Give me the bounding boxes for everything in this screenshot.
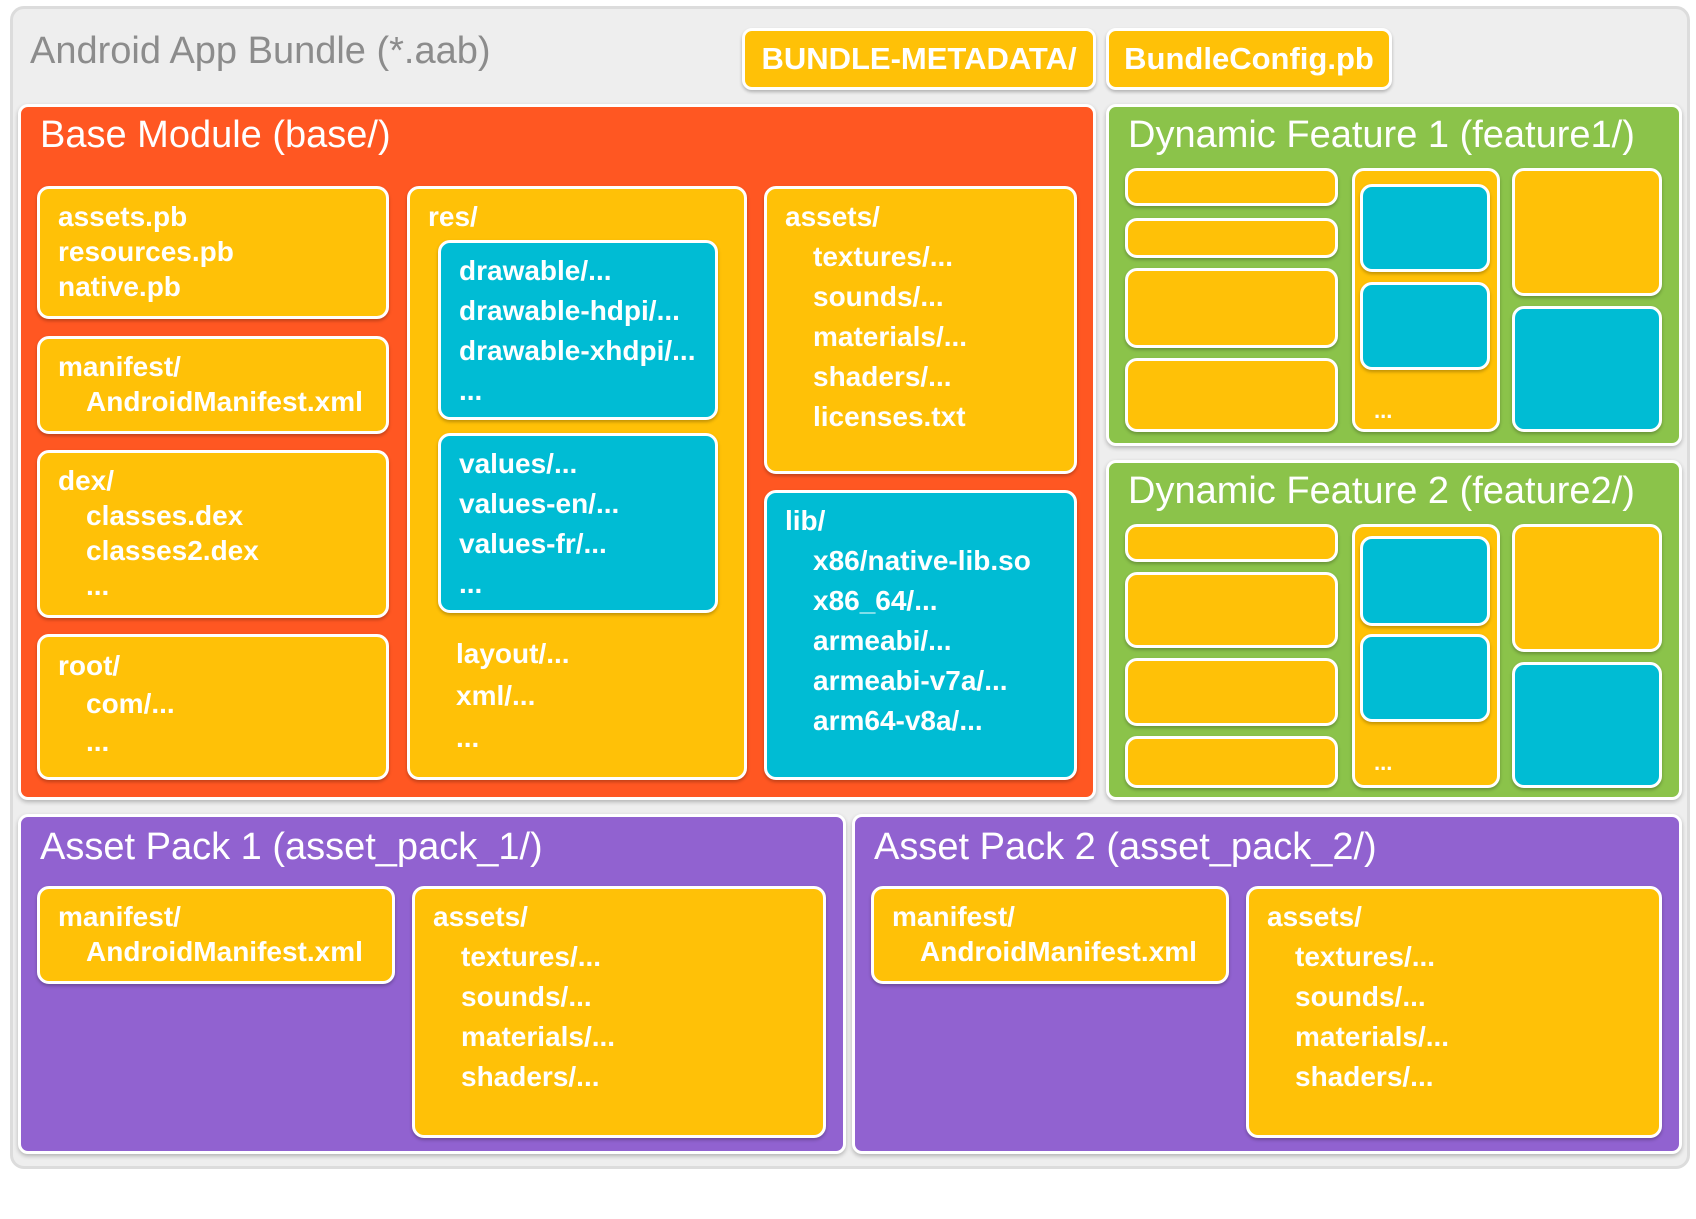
asset-folder: sounds/... (1295, 981, 1426, 1012)
folder-label: assets/ (785, 201, 880, 232)
folder-label: manifest/ (58, 351, 181, 382)
asset-folder: shaders/... (813, 361, 952, 392)
dynamic-feature-2-title: Dynamic Feature 2 (feature2/) (1128, 470, 1635, 512)
feature-folder-box (1125, 168, 1338, 206)
values-folder: values/... (459, 448, 578, 479)
folder-label: dex/ (58, 465, 115, 496)
res-folder: xml/... (456, 680, 536, 711)
asset-folder: textures/... (1295, 941, 1436, 972)
more-ellipsis: ... (86, 570, 110, 601)
drawable-folder: drawable-hdpi/... (459, 295, 680, 326)
feature-sub-folder-box (1360, 634, 1490, 722)
asset-folder: materials/... (1295, 1021, 1450, 1052)
manifest-file: AndroidManifest.xml (920, 936, 1197, 967)
feature-folder-box (1125, 658, 1338, 726)
bundle-config-box: BundleConfig.pb (1106, 28, 1392, 90)
feature-sub-folder-box (1512, 306, 1662, 432)
pb-file: native.pb (58, 271, 181, 302)
lib-folder-box: lib/x86/native-lib.so x86_64/... armeabi/.… (764, 490, 1077, 780)
feature-sub-folder-box (1360, 536, 1490, 626)
feature-folder-box (1125, 268, 1338, 348)
more-ellipsis: ... (456, 722, 480, 753)
folder-label: manifest/ (58, 901, 181, 932)
asset-pack-1-title: Asset Pack 1 (asset_pack_1/) (40, 826, 543, 868)
drawable-folders-box: drawable/... drawable-hdpi/... drawable-xh… (438, 240, 718, 420)
more-ellipsis: ... (86, 726, 110, 757)
pb-files-box: assets.pb resources.pb native.pb (37, 186, 389, 319)
folder-label: res/ (428, 201, 478, 232)
dex-folder-box: dex/classes.dex classes2.dex... (37, 450, 389, 618)
asset-folder: materials/... (461, 1021, 616, 1052)
asset-folder: sounds/... (813, 281, 944, 312)
dex-file: classes2.dex (86, 535, 259, 566)
asset-folder: materials/... (813, 321, 968, 352)
asset-file: licenses.txt (813, 401, 966, 432)
lib-arch-folder: x86/native-lib.so (813, 545, 1031, 576)
pb-file: assets.pb (58, 201, 188, 232)
assets-folder-box: assets/textures/... sounds/... materials/.… (412, 886, 826, 1138)
feature-sub-folder-box (1512, 662, 1662, 788)
manifest-folder-box: manifest/AndroidManifest.xml (37, 336, 389, 434)
folder-label: root/ (58, 650, 121, 681)
drawable-folder: drawable-xhdpi/... (459, 335, 696, 366)
folder-label: assets/ (433, 901, 528, 932)
feature-folder-box (1125, 572, 1338, 648)
dynamic-feature-1-title: Dynamic Feature 1 (feature1/) (1128, 114, 1635, 156)
asset-folder: textures/... (813, 241, 954, 272)
lib-arch-folder: armeabi/... (813, 625, 952, 656)
values-folders-box: values/... values-en/... values-fr/...... (438, 433, 718, 613)
drawable-folder: drawable/... (459, 255, 612, 286)
feature-folder-box (1125, 736, 1338, 788)
feature-folder-box (1125, 218, 1338, 258)
more-ellipsis: ... (1374, 398, 1393, 423)
asset-folder: textures/... (461, 941, 602, 972)
feature-folder-box (1512, 524, 1662, 652)
bundle-metadata-box: BUNDLE-METADATA/ (742, 28, 1096, 90)
lib-arch-folder: x86_64/... (813, 585, 938, 616)
res-other-folders: layout/... xml/...... (438, 633, 718, 763)
more-ellipsis: ... (1374, 750, 1393, 775)
more-ellipsis: ... (459, 375, 483, 406)
feature-sub-folder-box (1360, 282, 1490, 370)
more-ellipsis: ... (459, 568, 483, 599)
asset-folder: shaders/... (461, 1061, 600, 1092)
asset-folder: shaders/... (1295, 1061, 1434, 1092)
manifest-file: AndroidManifest.xml (86, 386, 363, 417)
manifest-folder-box: manifest/AndroidManifest.xml (37, 886, 395, 984)
assets-folder-box: assets/textures/... sounds/... materials/.… (1246, 886, 1662, 1138)
folder-label: manifest/ (892, 901, 1015, 932)
folder-label: assets/ (1267, 901, 1362, 932)
dex-file: classes.dex (86, 500, 244, 531)
manifest-folder-box: manifest/AndroidManifest.xml (871, 886, 1229, 984)
folder-label: lib/ (785, 505, 826, 536)
values-folder: values-en/... (459, 488, 620, 519)
asset-folder: sounds/... (461, 981, 592, 1012)
res-folder: layout/... (456, 638, 570, 669)
feature-folder-box (1512, 168, 1662, 296)
base-module-title: Base Module (base/) (40, 114, 391, 156)
root-folder-box: root/com/...... (37, 634, 389, 780)
lib-arch-folder: arm64-v8a/... (813, 705, 983, 736)
assets-folder-box: assets/textures/... sounds/... materials/.… (764, 186, 1077, 474)
lib-arch-folder: armeabi-v7a/... (813, 665, 1008, 696)
asset-pack-2-title: Asset Pack 2 (asset_pack_2/) (874, 826, 1377, 868)
feature-sub-folder-box (1360, 184, 1490, 272)
feature-folder-box (1125, 358, 1338, 432)
manifest-file: AndroidManifest.xml (86, 936, 363, 967)
bundle-title: Android App Bundle (*.aab) (30, 30, 491, 72)
values-folder: values-fr/... (459, 528, 607, 559)
feature-folder-box (1125, 524, 1338, 562)
pb-file: resources.pb (58, 236, 234, 267)
root-sub-folder: com/... (86, 688, 175, 719)
